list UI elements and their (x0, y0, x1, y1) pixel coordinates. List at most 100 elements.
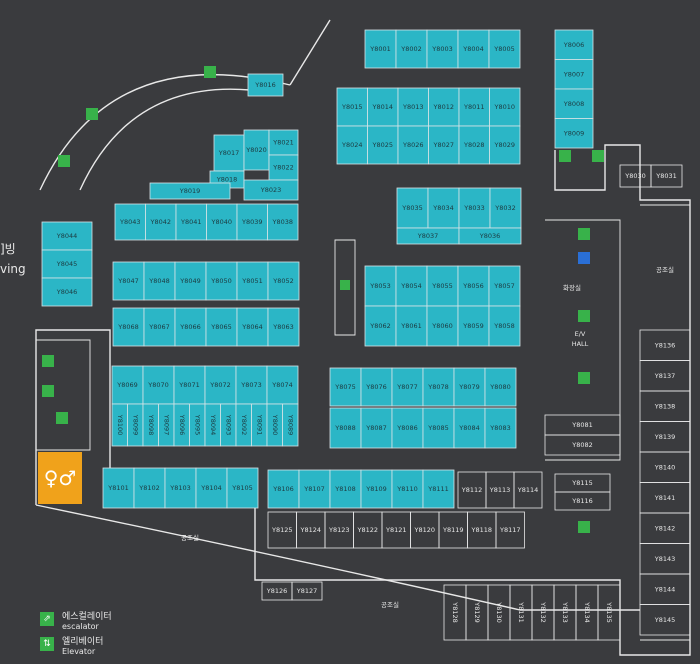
store-stall[interactable]: Y8056 (457, 265, 490, 307)
store-stall[interactable]: Y8023 (243, 179, 299, 201)
store-stall[interactable]: Y8034 (427, 187, 460, 229)
store-stall[interactable]: Y8051 (236, 261, 269, 301)
store-stall[interactable]: Y8078 (422, 367, 455, 407)
store-room[interactable]: Y8124 (296, 511, 326, 549)
store-room[interactable]: Y8114 (513, 471, 543, 509)
store-stall[interactable]: Y8079 (453, 367, 486, 407)
store-stall[interactable]: Y8012 (428, 87, 460, 127)
store-stall[interactable]: Y8072 (204, 365, 237, 405)
store-room[interactable]: Y8030 (619, 164, 652, 188)
store-stall[interactable]: Y8015 (336, 87, 368, 127)
store-stall[interactable]: Y8005 (488, 29, 521, 69)
store-stall[interactable]: Y8075 (329, 367, 362, 407)
store-stall[interactable]: Y8011 (458, 87, 490, 127)
store-room[interactable]: Y8144 (639, 573, 691, 605)
store-room[interactable]: Y8115 (554, 473, 611, 493)
store-stall[interactable]: Y8008 (554, 88, 594, 119)
store-stall[interactable]: Y8037 (396, 227, 460, 245)
store-stall[interactable]: Y8052 (267, 261, 300, 301)
store-room[interactable]: Y8081 (544, 414, 621, 436)
store-stall[interactable]: Y8061 (395, 305, 428, 347)
store-stall[interactable]: Y8016 (247, 73, 284, 97)
store-room[interactable]: Y8123 (324, 511, 354, 549)
store-stall[interactable]: Y8009 (554, 118, 594, 149)
store-room[interactable]: Y8112 (457, 471, 487, 509)
store-stall[interactable]: Y8002 (395, 29, 428, 69)
store-stall[interactable]: Y8071 (173, 365, 206, 405)
store-stall[interactable]: Y8087 (360, 407, 393, 449)
store-stall[interactable]: Y8020 (243, 129, 270, 171)
store-stall[interactable]: Y8107 (298, 469, 331, 509)
store-stall[interactable]: Y8006 (554, 29, 594, 60)
store-room[interactable]: Y8130 (487, 584, 511, 641)
store-room[interactable]: Y8143 (639, 543, 691, 575)
store-stall[interactable]: Y8066 (174, 307, 207, 347)
store-stall[interactable]: Y8041 (175, 203, 207, 241)
store-stall[interactable]: Y8017 (213, 134, 245, 172)
store-stall[interactable]: Y8001 (364, 29, 397, 69)
store-stall[interactable]: Y8055 (426, 265, 459, 307)
store-stall[interactable]: Y8065 (205, 307, 238, 347)
store-stall[interactable]: Y8044 (41, 221, 93, 251)
store-room[interactable]: Y8141 (639, 482, 691, 514)
store-room[interactable]: Y8126 (261, 581, 293, 601)
store-room[interactable]: Y8118 (467, 511, 497, 549)
store-stall[interactable]: Y8021 (268, 129, 299, 156)
store-room[interactable]: Y8116 (554, 491, 611, 511)
store-room[interactable]: Y8131 (509, 584, 533, 641)
store-stall[interactable]: Y8010 (489, 87, 521, 127)
store-stall[interactable]: Y8101 (102, 467, 135, 509)
store-room[interactable]: Y8031 (650, 164, 683, 188)
store-stall[interactable]: Y8099 (127, 403, 144, 447)
store-stall[interactable]: Y8054 (395, 265, 428, 307)
store-stall[interactable]: Y8042 (145, 203, 177, 241)
store-stall[interactable]: Y8033 (458, 187, 491, 229)
store-stall[interactable]: Y8098 (142, 403, 159, 447)
store-room[interactable]: Y8133 (553, 584, 577, 641)
store-stall[interactable]: Y8013 (397, 87, 429, 127)
store-stall[interactable]: Y8032 (489, 187, 522, 229)
store-room[interactable]: Y8127 (291, 581, 323, 601)
store-room[interactable]: Y8125 (267, 511, 297, 549)
store-stall[interactable]: Y8104 (195, 467, 228, 509)
store-stall[interactable]: Y8085 (422, 407, 455, 449)
store-stall[interactable]: Y8088 (329, 407, 362, 449)
store-room[interactable]: Y8120 (410, 511, 440, 549)
store-stall[interactable]: Y8076 (360, 367, 393, 407)
store-stall[interactable]: Y8086 (391, 407, 424, 449)
store-stall[interactable]: Y8097 (158, 403, 175, 447)
store-stall[interactable]: Y8049 (174, 261, 207, 301)
store-room[interactable]: Y8113 (485, 471, 515, 509)
store-stall[interactable]: Y8057 (488, 265, 521, 307)
store-stall[interactable]: Y8027 (428, 125, 460, 165)
store-stall[interactable]: Y8036 (458, 227, 522, 245)
store-stall[interactable]: Y8007 (554, 59, 594, 90)
store-stall[interactable]: Y8094 (204, 403, 221, 447)
store-stall[interactable]: Y8062 (364, 305, 397, 347)
store-stall[interactable]: Y8025 (367, 125, 399, 165)
store-room[interactable]: Y8134 (575, 584, 599, 641)
store-room[interactable]: Y8121 (381, 511, 411, 549)
store-stall[interactable]: Y8022 (268, 154, 299, 181)
store-room[interactable]: Y8122 (353, 511, 383, 549)
store-stall[interactable]: Y8070 (142, 365, 175, 405)
store-stall[interactable]: Y8069 (111, 365, 144, 405)
store-stall[interactable]: Y8063 (267, 307, 300, 347)
store-stall[interactable]: Y8058 (488, 305, 521, 347)
store-stall[interactable]: Y8077 (391, 367, 424, 407)
store-room[interactable]: Y8129 (465, 584, 489, 641)
store-stall[interactable]: Y8080 (484, 367, 517, 407)
store-stall[interactable]: Y8053 (364, 265, 397, 307)
store-stall[interactable]: Y8091 (251, 403, 268, 447)
store-stall[interactable]: Y8029 (489, 125, 521, 165)
store-stall[interactable]: Y8074 (266, 365, 299, 405)
store-stall[interactable]: Y8103 (164, 467, 197, 509)
store-stall[interactable]: Y8108 (329, 469, 362, 509)
store-stall[interactable]: Y8060 (426, 305, 459, 347)
store-stall[interactable]: Y8004 (457, 29, 490, 69)
store-stall[interactable]: Y8092 (235, 403, 252, 447)
store-stall[interactable]: Y8026 (397, 125, 429, 165)
store-stall[interactable]: Y8035 (396, 187, 429, 229)
store-stall[interactable]: Y8096 (173, 403, 190, 447)
store-stall[interactable]: Y8059 (457, 305, 490, 347)
